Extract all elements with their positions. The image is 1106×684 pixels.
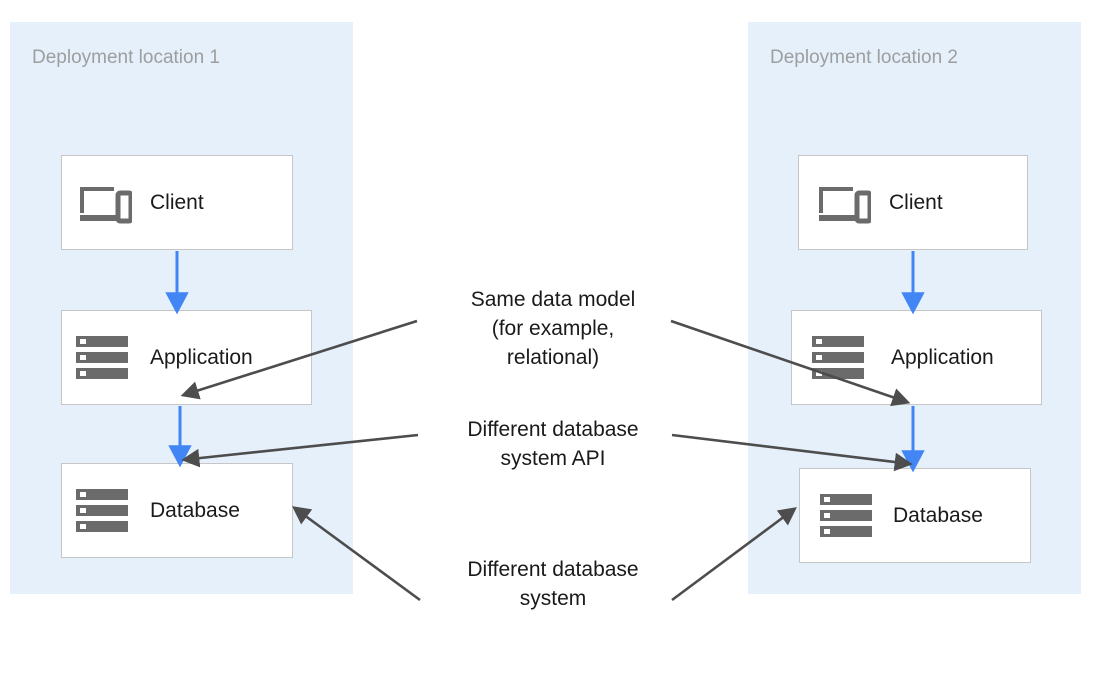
server-icon: [820, 494, 872, 537]
node-client-1[interactable]: [61, 155, 293, 250]
node-application-1-label: Application: [150, 346, 253, 369]
server-icon: [812, 336, 864, 379]
server-icon: [76, 489, 128, 532]
devices-icon: [80, 187, 132, 224]
node-database-1-label: Database: [150, 499, 240, 522]
zone-1-label: Deployment location 1: [32, 47, 220, 68]
devices-icon: [819, 187, 871, 224]
zone-2-label: Deployment location 2: [770, 47, 958, 68]
node-database-2-label: Database: [893, 504, 983, 527]
node-client-2[interactable]: [798, 155, 1028, 250]
annotation-different-database-system: Different database system: [467, 558, 639, 610]
annotation-different-database-system-api: Different database system API: [467, 418, 639, 470]
node-client-1-label: Client: [150, 191, 204, 214]
node-application-2-label: Application: [891, 346, 994, 369]
node-client-2-label: Client: [889, 191, 943, 214]
annotation-same-data-model: Same data model (for example, relational…: [470, 288, 636, 369]
server-icon: [76, 336, 128, 379]
